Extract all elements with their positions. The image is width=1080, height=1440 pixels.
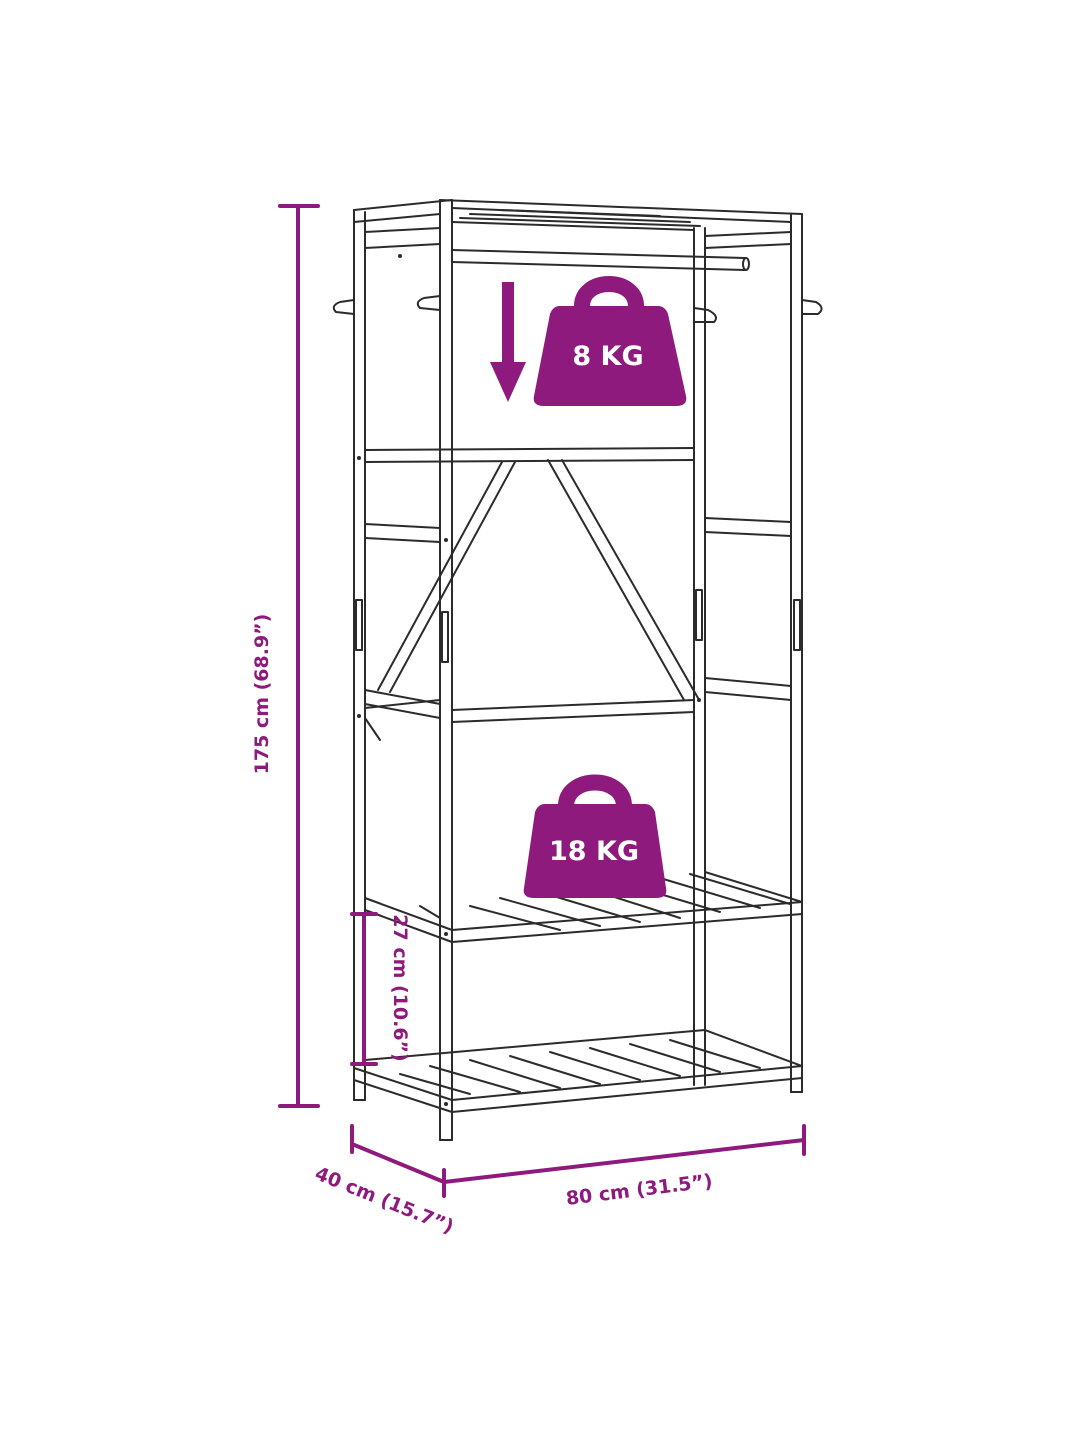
- hanging-rod: [451, 249, 750, 271]
- shelf-gap-dimension-label: 27 cm (10.6”): [389, 914, 411, 1061]
- rack-front-right-post: [790, 213, 803, 1093]
- rack-side-brackets: [355, 589, 801, 663]
- shelf-gap-dimension: [350, 912, 378, 1066]
- width-dimension-label: 80 cm (31.5”): [565, 1170, 714, 1210]
- bottom-load-indicator: 18 KG: [523, 774, 667, 898]
- top-load-indicator: 8 KG: [490, 276, 687, 406]
- rack-diagonal-braces: [364, 459, 699, 741]
- coat-hooks: [332, 295, 823, 323]
- arrow-down-icon: [490, 282, 526, 402]
- rack-lower-slatted-shelf: [353, 1029, 803, 1113]
- rack-middle-rails: [364, 447, 792, 723]
- top-load-label: 8 KG: [572, 341, 643, 372]
- kettlebell-weight-icon: [533, 276, 687, 406]
- height-dimension-label: 175 cm (68.9”): [251, 614, 273, 775]
- bottom-load-label: 18 KG: [549, 836, 639, 867]
- width-dimension: [442, 1124, 806, 1184]
- depth-dimension-label: 40 cm (15.7”): [312, 1163, 457, 1239]
- clothes-rack-drawing: [332, 199, 823, 1141]
- kettlebell-weight-icon: [523, 774, 667, 898]
- rack-screw-dots: [357, 254, 701, 1106]
- rack-back-right-post: [693, 227, 706, 1086]
- rack-front-left-post: [439, 199, 453, 1141]
- rack-top-frame: [353, 199, 803, 249]
- height-dimension: [278, 204, 320, 1108]
